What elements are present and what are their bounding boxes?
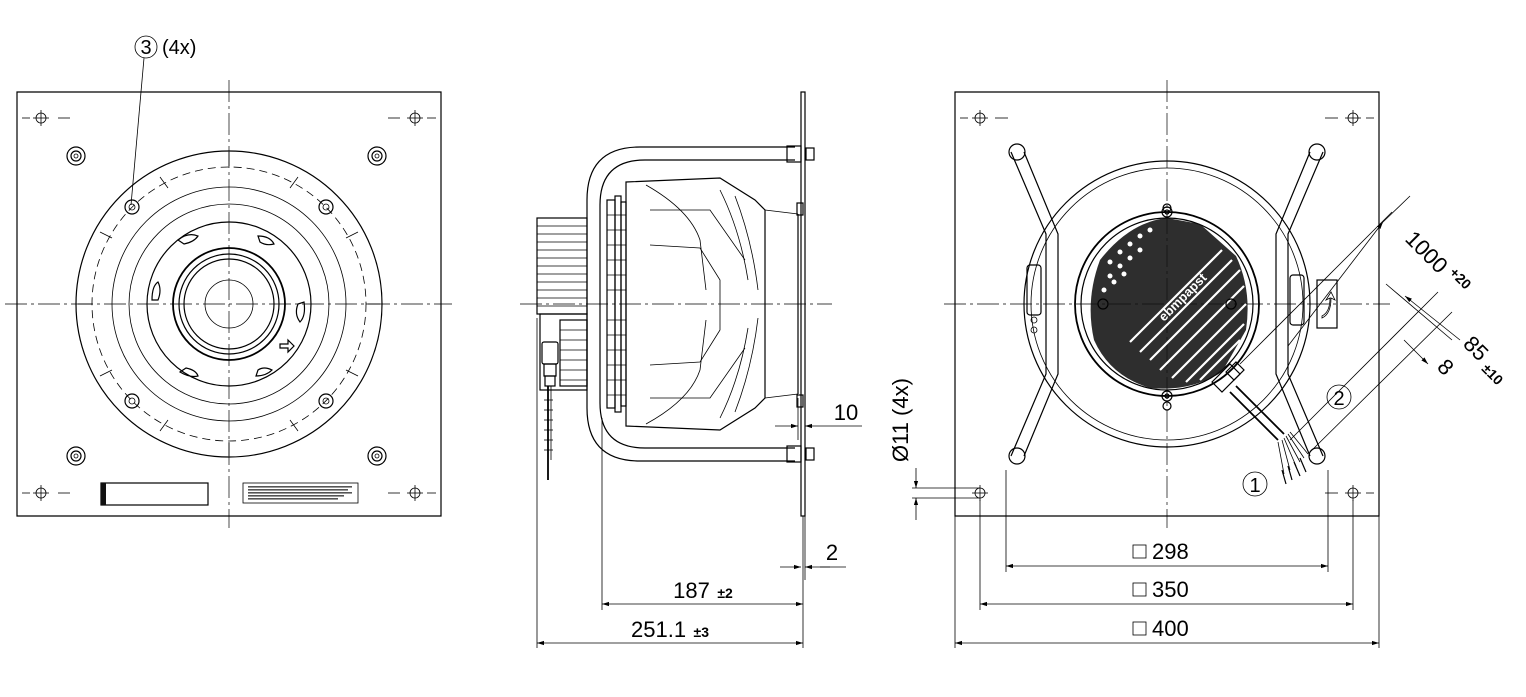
dim-square-350: 350 (980, 577, 1353, 607)
front-impeller-ring (146, 221, 312, 387)
callout-3-number: 3 (140, 37, 151, 59)
side-impeller (625, 177, 799, 431)
dim-total-251-tol: ±3 (694, 624, 710, 640)
front-hub-inner (183, 258, 275, 350)
front-hub-ring (178, 253, 280, 355)
dim-square-350-value: 350 (1152, 577, 1189, 602)
side-view: 10 2 187 ±2 251.1 ±3 (520, 91, 862, 648)
side-cable-gland (541, 341, 559, 480)
dim-square-298: 298 (1006, 539, 1328, 569)
callout-1-circle (1242, 471, 1268, 497)
svg-text:251.1 ±3: 251.1 ±3 (631, 617, 709, 642)
callout-3: 3 (4x) (130, 35, 196, 206)
front-corner-holes (22, 110, 436, 501)
dim-hole-dia-value: Ø11 (4x) (888, 378, 913, 462)
dim-hole-dia: Ø11 (4x) (888, 378, 980, 520)
rear-square-ext-lines (954, 470, 1380, 648)
svg-text:85 ±10: 85 ±10 (1457, 331, 1514, 388)
dim-wire-end: 8 (1403, 339, 1459, 380)
dim-strip-length-value: 85 (1458, 331, 1493, 366)
dim-flange-10-value: 10 (834, 400, 858, 425)
rear-view: ebmpapst (888, 80, 1514, 648)
rear-housing-ring-inner (1030, 167, 1304, 441)
dim-cable-length: 1000 +20 (1239, 195, 1475, 441)
callout-1-number: 1 (1249, 475, 1260, 497)
rear-right-tab (1289, 274, 1305, 326)
dim-wire-end-value: 8 (1432, 354, 1458, 380)
callout-3-leader (130, 57, 145, 206)
dim-plate-2: 2 (780, 540, 846, 570)
callout-2-circle (1326, 384, 1352, 410)
front-radial-ticks (78, 152, 380, 456)
dim-cable-length-tol: +20 (1446, 264, 1474, 292)
side-motor-ring (606, 195, 627, 413)
dim-cable-length-value: 1000 (1400, 226, 1452, 278)
rear-strut-arms (1008, 143, 1326, 465)
front-hub-center (204, 279, 254, 329)
front-hub-outer (172, 247, 286, 361)
dim-depth-187-value: 187 (673, 578, 710, 603)
front-outer-ring (75, 150, 383, 458)
rear-corner-holes (960, 110, 1374, 501)
svg-text:187 ±2: 187 ±2 (673, 578, 733, 603)
front-inlet-ring-2 (128, 203, 330, 405)
side-motor-fins (536, 217, 588, 391)
rotation-arrow-icon (1316, 279, 1338, 329)
front-label-blank (100, 482, 209, 506)
dim-square-400-value: 400 (1152, 616, 1189, 641)
front-view: 3 (4x) (5, 35, 452, 528)
front-warning-label (242, 482, 359, 504)
callout-1: 1 (1242, 471, 1268, 497)
dim-flange-10: 10 (775, 400, 862, 429)
dim-plate-2-value: 2 (826, 540, 838, 565)
front-nuts (66, 146, 387, 466)
dim-strip-length-tol: ±10 (1479, 360, 1507, 388)
side-extension-lines (536, 318, 806, 648)
callout-2: 2 (1326, 384, 1352, 410)
callout-2-number: 2 (1333, 388, 1344, 410)
front-plate-outline (16, 91, 442, 517)
rear-cable (1211, 361, 1309, 485)
dim-depth-187-tol: ±2 (717, 585, 733, 601)
dim-strip-length: 85 ±10 (1309, 283, 1514, 453)
callout-3-qty: (4x) (162, 37, 196, 59)
side-strut-bolts (786, 145, 815, 463)
rear-left-tab (1026, 264, 1042, 316)
svg-text:1000 +20: 1000 +20 (1400, 225, 1474, 299)
front-inlet-clips (151, 234, 306, 378)
front-inlet-ring (111, 186, 347, 422)
rear-housing-ring (1023, 160, 1311, 448)
dim-square-400: 400 (955, 616, 1379, 646)
callout-3-circle (134, 35, 158, 59)
dim-total-251: 251.1 ±3 (537, 617, 803, 646)
front-bolts (124, 199, 334, 409)
dim-square-298-value: 298 (1152, 539, 1189, 564)
side-strut-inner (599, 159, 795, 449)
dim-depth-187: 187 ±2 (602, 578, 803, 607)
dim-total-251-value: 251.1 (631, 617, 686, 642)
rear-electronics-housing: ebmpapst (1074, 206, 1260, 402)
